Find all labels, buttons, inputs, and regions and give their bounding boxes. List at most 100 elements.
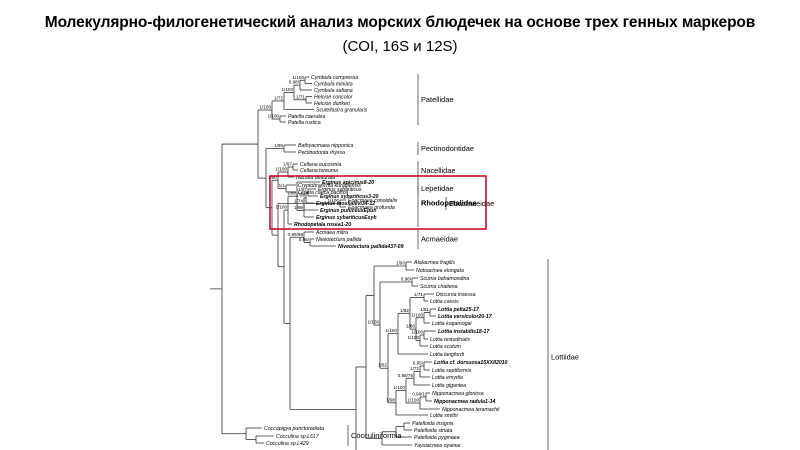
taxon-label: Cymbula compressa — [311, 75, 358, 81]
support-value: 1/100 — [293, 75, 305, 80]
taxon-label: Patella rustica — [288, 120, 321, 126]
family-label: Patellidae — [421, 95, 453, 104]
support-value: 1/71 — [296, 94, 305, 99]
rhodopetalidae-highlight-box — [269, 175, 487, 230]
slide-title: Молекулярно-филогенетический анализ морс… — [44, 14, 756, 31]
taxon-label: Pectinodonta rhyssa — [298, 150, 345, 156]
support-value: 1/100 — [412, 312, 424, 317]
taxon-label: Eoacmaea profunda — [348, 205, 395, 211]
taxon-label: Lottia cassis — [430, 299, 459, 305]
support-value: 1/71 — [414, 292, 423, 297]
support-value: 1/93 — [396, 261, 405, 266]
support-value: 1/81 — [420, 307, 429, 312]
support-value: 1/100 — [260, 104, 272, 109]
taxon-label: Niveotectura pallida — [316, 237, 362, 243]
taxon-label: Bathyacmaea nipponica — [298, 143, 353, 149]
support-value: 1/97 — [298, 187, 307, 192]
taxon-label: Helcion concolor — [314, 94, 353, 100]
family-label: Rhodopetalidae — [421, 199, 476, 208]
support-value: 0.98/ — [299, 237, 310, 242]
support-value: 0.98/ — [401, 277, 412, 282]
taxon-label: Lottia testudinalis — [430, 337, 470, 343]
support-value: 1/82 — [378, 363, 387, 368]
support-value: 0.99/99 — [288, 232, 304, 237]
support-value: 1/98 — [274, 143, 283, 148]
taxon-label: Helcion dunkeri — [314, 101, 351, 107]
taxon-label: Lottia kogamogai — [432, 321, 472, 327]
taxon-label: Rhodopetala rosea1-20 — [294, 222, 351, 228]
support-value: 1/100 — [386, 328, 398, 333]
taxon-label: Scurria chaitena — [420, 284, 458, 290]
taxon-label: Cocculina sp.L429 — [266, 441, 309, 447]
taxon-label: Erginus sybariticusEsyb — [316, 215, 377, 221]
support-value: 0.98/ — [289, 80, 300, 85]
taxon-label: Erginus moskalevi34-12 — [316, 201, 375, 207]
taxon-label: Patelloida insignis — [412, 421, 454, 427]
taxon-label: Patelloida pygmaea — [414, 435, 460, 441]
taxon-label: Erginus puniceusEpun — [320, 208, 377, 214]
support-value: 1/72 — [410, 366, 419, 371]
taxon-label: Eoacmaea conoidalis — [348, 198, 398, 204]
taxon-label: Atalacmea fragilis — [413, 260, 455, 266]
support-value: 1/100 — [412, 330, 424, 335]
support-value: 1/74 — [294, 198, 303, 203]
support-value: 1/100 — [408, 398, 420, 403]
family-label: Nacellidae — [421, 166, 456, 175]
support-value: 1/86 — [406, 324, 415, 329]
support-value: 1/72 — [274, 95, 283, 100]
taxon-label: Cellana toreuma — [300, 168, 338, 174]
taxon-label: Erginus sybariticus — [318, 187, 362, 193]
family-label: Lottiidae — [551, 353, 579, 362]
taxon-label: Cellana eucosmia — [300, 162, 341, 168]
support-value: 0.98/75 — [398, 373, 414, 378]
taxon-label: Cocculina sp.L617 — [276, 434, 320, 440]
family-label: Lepetidae — [421, 184, 453, 193]
taxon-label: Cymbula safiana — [314, 88, 353, 94]
support-value: 1/1 — [279, 183, 286, 188]
taxon-label: Lottia versicolor20-17 — [438, 314, 493, 320]
support-value: 1/99 — [296, 192, 305, 197]
support-value: 1/97 — [283, 162, 292, 167]
taxon-label: Lottia smithi — [430, 413, 459, 419]
support-value: 1/100 — [276, 167, 288, 172]
support-value: 1/98 — [287, 191, 296, 196]
taxon-label: Nipponacmea radula1-14 — [434, 399, 496, 405]
taxon-label: Lottia emydia — [432, 375, 463, 381]
taxon-label: Acmaea mitra — [315, 230, 348, 236]
taxon-label: Lottia instabilis18-17 — [438, 329, 490, 335]
taxon-label: Erginus sybariticus3-20 — [320, 194, 379, 200]
support-value: 1/100 — [394, 385, 406, 390]
slide-subtitle: (COI, 16S и 12S) — [342, 38, 458, 55]
taxon-label: Lottia pelta25-17 — [438, 307, 480, 313]
taxon-label: Cymbula miniata — [314, 81, 353, 87]
support-values: 1/1000.98/1/711/1001/721/1001/1001/981/9… — [260, 75, 430, 403]
taxon-label: Notoacmea elongata — [416, 268, 464, 274]
taxon-label: Lottia langfordi — [430, 352, 465, 358]
taxon-label: Cryptobranchia kuraglensis — [298, 183, 361, 189]
support-value: 1/100 — [408, 335, 420, 340]
taxon-label: Patella caerulea — [288, 114, 325, 120]
support-value: 1/100 — [268, 114, 280, 119]
support-value: 1/100 — [328, 198, 340, 203]
support-value: 1/100 — [282, 87, 294, 92]
family-label: Acmaeidae — [421, 235, 458, 244]
taxon-label: Lottia cf. dorsuosa15XXII2010 — [434, 360, 508, 366]
taxon-label: Nacella deaurata — [296, 175, 335, 181]
taxon-label: Discurria insessa — [436, 292, 476, 298]
family-label: Pectinodontidae — [421, 144, 474, 153]
taxon-label: Lepeta caeca pacifica — [298, 190, 348, 196]
taxon-label: Lottia gigantea — [432, 383, 466, 389]
support-value: 1/98 — [386, 397, 395, 402]
taxon-label: Coccopigya punctoradiata — [264, 426, 324, 432]
family-label: Eoacmaeidae — [449, 199, 494, 208]
family-label: Cocculiniformia — [351, 431, 402, 440]
support-value: 0.98/1 — [412, 392, 425, 397]
taxon-label: Niveotectura pallida437-09 — [338, 244, 404, 250]
support-value: 1/100 — [368, 320, 380, 325]
taxon-label: Patelloida striata — [414, 428, 452, 434]
taxon-label: Erginus apicinus8-20 — [322, 180, 374, 186]
support-value: 1/100 — [276, 205, 288, 210]
tree-branches — [210, 76, 440, 450]
